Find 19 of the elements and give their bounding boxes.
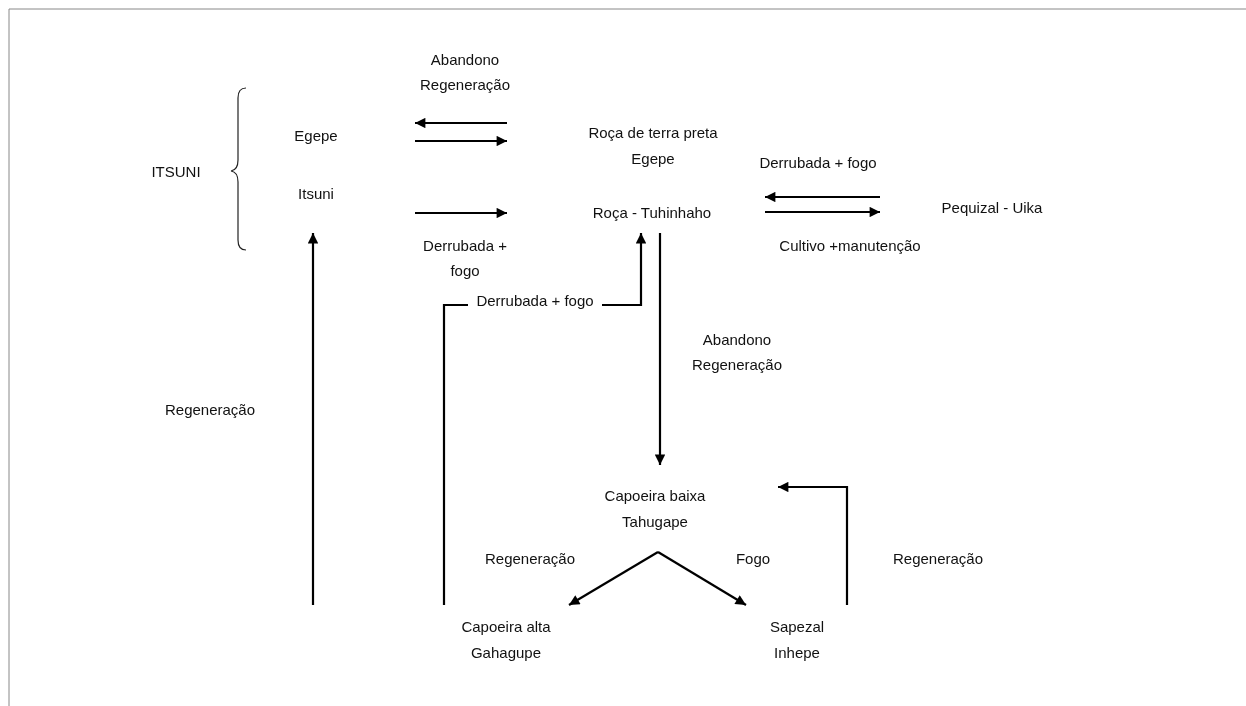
node-label: Pequizal - Uika	[940, 198, 1044, 218]
node-label: Egepe	[293, 126, 339, 146]
arrow	[415, 135, 507, 147]
arrow	[415, 207, 507, 219]
node-label: Sapezal Inhepe	[768, 617, 826, 663]
arrow	[765, 191, 880, 203]
arrow	[307, 233, 319, 605]
arrow	[415, 117, 507, 129]
node-label: Roça - Tuhinhaho	[591, 203, 713, 223]
node-label: Itsuni	[297, 184, 335, 204]
node-label: ITSUNI	[150, 162, 202, 182]
node-label: Roça de terra preta Egepe	[587, 123, 719, 169]
node-label: Capoeira baixa Tahugape	[603, 486, 707, 532]
node-label: Capoeira alta Gahagupe	[460, 617, 552, 663]
arrow	[568, 551, 659, 606]
arrow	[765, 206, 880, 218]
arrow	[654, 233, 666, 465]
arrow	[778, 481, 849, 605]
arrow	[657, 551, 747, 606]
